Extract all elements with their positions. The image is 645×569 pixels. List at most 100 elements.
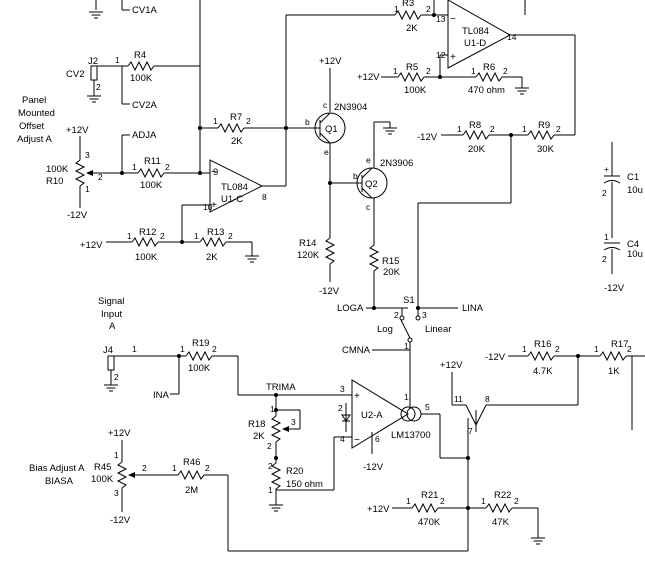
net-cv1a: CV1A: [132, 5, 157, 16]
svg-text:+12V: +12V: [108, 428, 131, 439]
svg-text:-12V: -12V: [485, 352, 506, 363]
svg-text:1: 1: [522, 344, 527, 354]
svg-text:+: +: [211, 200, 217, 211]
svg-text:1: 1: [594, 344, 599, 354]
svg-text:2: 2: [338, 403, 343, 413]
j2-ref: J2: [88, 56, 98, 67]
r10-potentiometer: +12V -12V 100K R10 3 2 1: [46, 125, 138, 221]
r7-resistor: R7 2K 1 2: [200, 112, 312, 147]
svg-text:Mounted: Mounted: [18, 108, 55, 119]
j4-jack: J4 1 2 INA: [103, 344, 186, 401]
svg-text:2: 2: [440, 496, 445, 506]
svg-text:2: 2: [602, 188, 607, 198]
svg-text:2: 2: [246, 116, 251, 126]
svg-text:CMNA: CMNA: [342, 345, 371, 356]
svg-text:Linear: Linear: [425, 324, 451, 335]
svg-text:2N3904: 2N3904: [334, 102, 367, 113]
svg-text:R21: R21: [421, 490, 438, 501]
svg-text:1: 1: [268, 485, 273, 495]
svg-text:2: 2: [627, 344, 632, 354]
svg-text:3: 3: [291, 417, 296, 427]
svg-text:2: 2: [394, 310, 399, 320]
svg-text:1: 1: [481, 496, 486, 506]
c4-capacitor: C4 10u 1 2 -12V: [602, 232, 643, 294]
u1c-opamp: 9 TL084 U1-C 10 8 − +: [180, 14, 395, 244]
svg-text:Log: Log: [377, 324, 393, 335]
svg-text:8: 8: [485, 394, 490, 404]
j2-jack: J2 CV2 1 2: [66, 55, 122, 103]
net-cv2a: CV2A: [132, 100, 157, 111]
r5-resistor: +12V R5 100K 1 2: [357, 62, 476, 96]
r8-r9-resistors: -12V R8 20K 1 2 R9 30K 1 2: [416, 120, 575, 310]
svg-text:e: e: [366, 155, 371, 165]
svg-text:R15: R15: [382, 256, 399, 267]
svg-text:R14: R14: [299, 238, 316, 249]
svg-text:-12V: -12V: [319, 286, 340, 297]
svg-text:BIASA: BIASA: [45, 476, 74, 487]
r16-r17-resistors: -12V R16 4.7K 1 2 R17 1K 1 2: [485, 339, 645, 430]
svg-text:470K: 470K: [418, 517, 441, 528]
svg-text:2: 2: [555, 344, 560, 354]
svg-text:J4: J4: [103, 345, 113, 356]
svg-text:2M: 2M: [185, 485, 198, 496]
svg-text:−: −: [211, 167, 217, 178]
svg-text:ADJA: ADJA: [132, 130, 157, 141]
svg-text:1: 1: [604, 232, 609, 242]
svg-text:R11: R11: [144, 156, 161, 167]
svg-text:20K: 20K: [468, 144, 486, 155]
svg-text:120K: 120K: [297, 250, 320, 261]
svg-text:+: +: [450, 52, 456, 63]
svg-text:Panel: Panel: [22, 95, 46, 106]
svg-text:1: 1: [172, 463, 177, 473]
svg-text:C1: C1: [627, 172, 639, 183]
svg-text:100K: 100K: [188, 363, 211, 374]
svg-text:2: 2: [212, 344, 217, 354]
panel-offset-note: Panel Mounted Offset Adjust A: [17, 95, 55, 145]
svg-text:Signal: Signal: [98, 296, 124, 307]
svg-text:3: 3: [422, 310, 427, 320]
svg-text:R18: R18: [248, 419, 265, 430]
svg-text:b: b: [353, 171, 358, 181]
svg-text:-12V: -12V: [417, 132, 438, 143]
svg-text:U1-D: U1-D: [464, 38, 486, 49]
svg-text:6: 6: [375, 434, 380, 444]
u2a-ota: 3 4 + − U2-A 2 1 5 6 -12V LM13700: [276, 379, 441, 491]
svg-text:1: 1: [213, 116, 218, 126]
svg-text:100K: 100K: [130, 73, 153, 84]
svg-text:Offset: Offset: [19, 121, 45, 132]
svg-text:1: 1: [404, 392, 409, 402]
svg-text:2: 2: [556, 124, 561, 134]
svg-text:100K: 100K: [46, 164, 69, 175]
svg-text:R4: R4: [134, 50, 146, 61]
svg-text:LOGA: LOGA: [337, 303, 364, 314]
svg-text:2: 2: [228, 231, 233, 241]
r4-resistor: R4 100K CV2A: [121, 50, 200, 111]
svg-text:10u: 10u: [627, 185, 643, 196]
r14-resistor: R14 120K -12V: [297, 237, 340, 297]
svg-text:3: 3: [114, 488, 119, 498]
svg-text:R20: R20: [286, 466, 303, 477]
svg-text:e: e: [324, 147, 329, 157]
svg-text:R7: R7: [230, 112, 242, 123]
svg-text:S1: S1: [403, 295, 415, 306]
svg-text:2: 2: [514, 496, 519, 506]
svg-text:+12V: +12V: [319, 56, 342, 67]
svg-text:47K: 47K: [492, 517, 510, 528]
svg-text:-12V: -12V: [67, 210, 88, 221]
svg-text:2: 2: [96, 82, 101, 92]
svg-text:10u: 10u: [627, 249, 643, 260]
svg-text:R46: R46: [183, 457, 200, 468]
svg-text:TRIMA: TRIMA: [266, 382, 296, 393]
svg-text:1: 1: [115, 55, 120, 65]
svg-text:R8: R8: [469, 120, 481, 131]
svg-text:c: c: [323, 100, 328, 110]
svg-text:1: 1: [457, 124, 462, 134]
svg-text:INA: INA: [153, 390, 170, 401]
svg-text:2K: 2K: [253, 431, 265, 442]
svg-text:R3: R3: [402, 0, 414, 9]
svg-text:U2-A: U2-A: [361, 410, 383, 421]
svg-text:1: 1: [114, 450, 119, 460]
r21-r22-resistors: +12V R21 470K 1 2 R22 47K 1 2: [367, 490, 546, 545]
svg-text:A: A: [109, 321, 116, 332]
svg-text:20K: 20K: [383, 267, 401, 278]
